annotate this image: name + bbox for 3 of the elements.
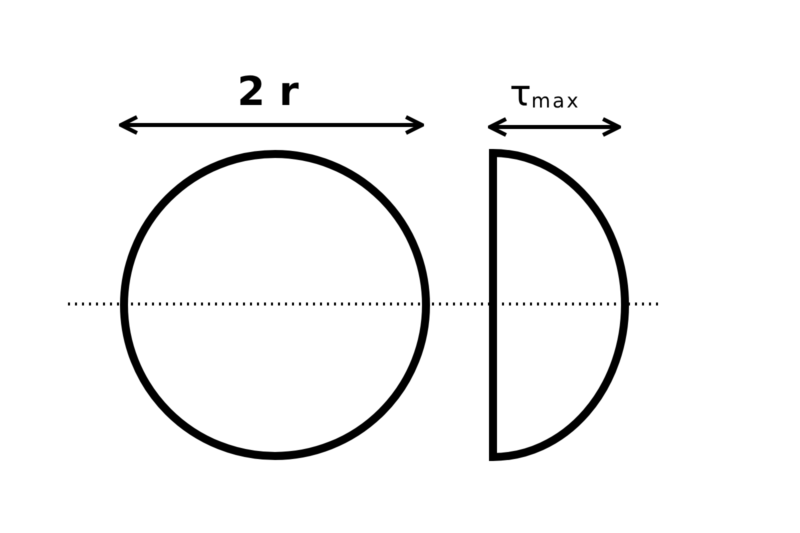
circular-cross-section — [120, 150, 430, 460]
half-circle-stress-shape — [489, 149, 629, 461]
dimension-label: 2 r — [237, 69, 299, 115]
